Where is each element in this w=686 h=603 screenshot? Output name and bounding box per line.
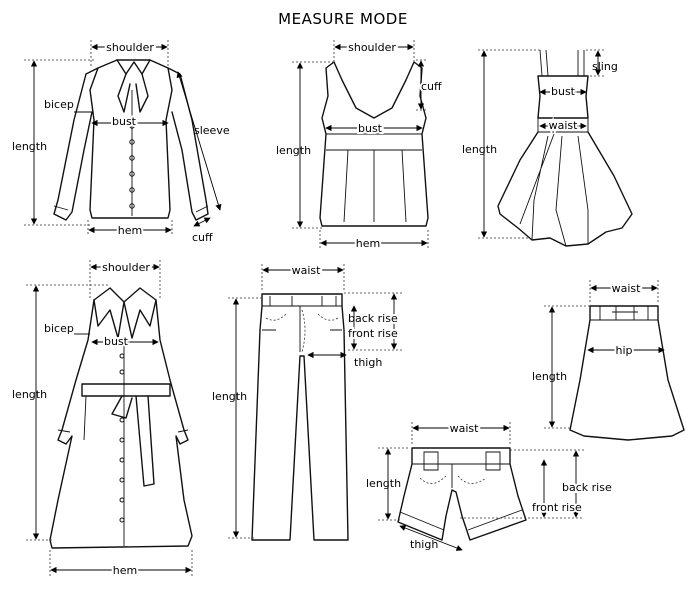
label-bust: bust — [551, 85, 576, 98]
label-length: length — [366, 477, 401, 490]
skirt-icon — [569, 305, 685, 441]
label-back-rise: back rise — [348, 312, 398, 325]
label-sleeve: sleeve — [194, 124, 230, 137]
trousers-measurements: waist back rise front rise thigh length — [212, 262, 402, 539]
label-bicep: bicep — [44, 322, 74, 335]
label-bust: bust — [104, 335, 129, 348]
label-shoulder: shoulder — [348, 41, 396, 54]
sling-dress-icon — [497, 49, 633, 247]
skirt-measurements: waist hip length — [532, 280, 665, 429]
label-bicep: bicep — [44, 98, 74, 111]
shorts-measurements: waist back rise front rise length thigh — [366, 420, 614, 551]
label-back-rise: back rise — [562, 481, 612, 494]
label-shoulder: shoulder — [106, 41, 154, 54]
label-sling: sling — [592, 60, 618, 73]
shorts-icon — [397, 447, 527, 541]
tank-top-measurements: shoulder bust cuff length hem — [276, 39, 444, 252]
label-front-rise: front rise — [348, 327, 398, 340]
label-waist: waist — [612, 282, 642, 295]
page-title: MEASURE MODE — [278, 10, 408, 28]
blouse-icon — [53, 59, 209, 221]
blouse-measurements: shoulder bust bicep length sleeve hem cu… — [12, 39, 230, 244]
label-waist: waist — [450, 422, 480, 435]
label-thigh: thigh — [354, 356, 382, 369]
label-length: length — [276, 144, 311, 157]
label-hem: hem — [356, 237, 380, 250]
label-hem: hem — [113, 564, 137, 577]
label-front-rise: front rise — [532, 501, 582, 514]
label-length: length — [462, 143, 497, 156]
label-length: length — [12, 388, 47, 401]
label-bust: bust — [112, 115, 137, 128]
trench-coat-icon — [49, 287, 193, 549]
label-cuff: cuff — [192, 231, 213, 244]
trench-coat-measurements: shoulder bust bicep length hem — [12, 259, 193, 579]
label-length: length — [12, 140, 47, 153]
sling-dress-measurements: sling bust waist length — [462, 49, 618, 239]
label-waist: waist — [292, 264, 322, 277]
trousers-icon — [251, 293, 349, 541]
label-shoulder: shoulder — [102, 261, 150, 274]
label-bust: bust — [358, 122, 383, 135]
label-thigh: thigh — [410, 538, 438, 551]
label-waist: waist — [549, 119, 579, 132]
label-hip: hip — [615, 344, 632, 357]
label-length: length — [532, 370, 567, 383]
tank-top-icon — [319, 61, 429, 227]
label-length: length — [212, 390, 247, 403]
label-hem: hem — [118, 224, 142, 237]
label-cuff: cuff — [421, 80, 442, 93]
